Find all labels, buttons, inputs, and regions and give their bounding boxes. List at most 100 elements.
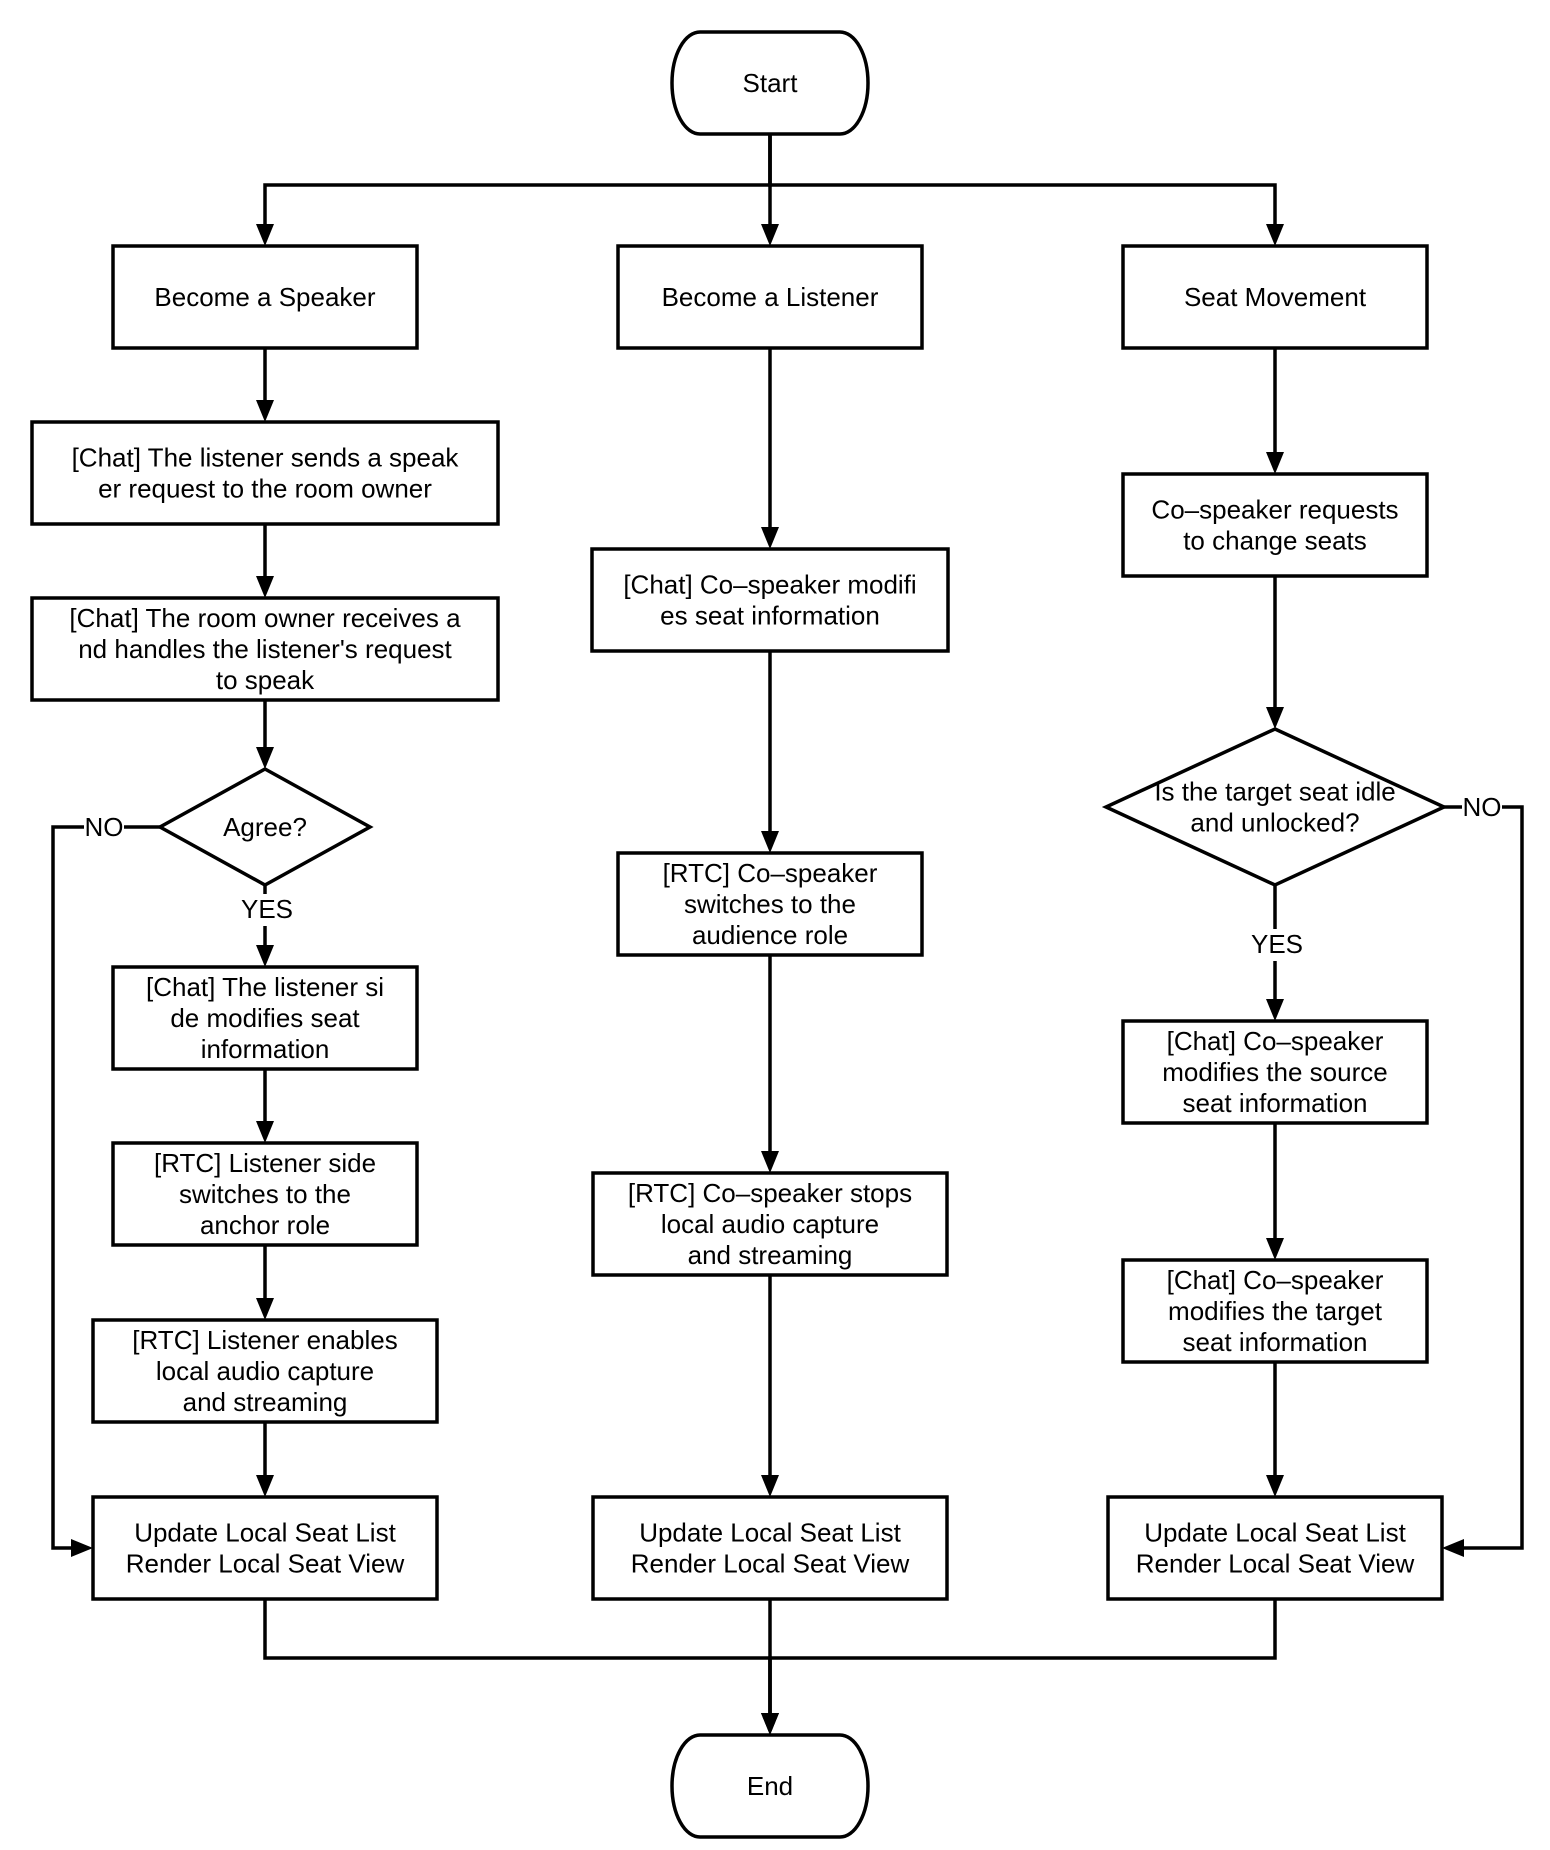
arrowhead: [256, 224, 274, 246]
node-label-line: Render Local Seat View: [126, 1549, 405, 1579]
arrowhead: [256, 400, 274, 422]
edge-label-no: NO: [1463, 792, 1502, 822]
node-label-line: local audio capture: [661, 1209, 879, 1239]
node-label-line: audience role: [692, 920, 848, 950]
decision-diamond: [1101, 727, 1449, 887]
arrowhead: [1266, 1475, 1284, 1497]
node-label-line: and streaming: [183, 1387, 348, 1417]
node-label-line: modifies the source: [1162, 1057, 1387, 1087]
node-label-line: [RTC] Listener side: [154, 1148, 376, 1178]
node-label-line: Start: [743, 68, 799, 98]
edge-update-speaker-to-end: [263, 1599, 779, 1735]
process-box: [616, 244, 924, 350]
arrowhead: [256, 1298, 274, 1320]
arrowhead: [761, 831, 779, 853]
process-box: [1106, 1495, 1444, 1601]
edge-start-to-seat-movement: [768, 134, 1284, 246]
process-box: [591, 1495, 949, 1601]
node-label-line: Become a Listener: [662, 282, 879, 312]
node-become-speaker: Become a Speaker: [111, 244, 419, 350]
node-label: Become a Listener: [662, 282, 879, 312]
edge-update-movement-to-end: [761, 1599, 1277, 1735]
node-label: Seat Movement: [1184, 282, 1367, 312]
edge-label-background: [1250, 929, 1304, 961]
process-box: [30, 420, 500, 526]
node-label: Agree?: [223, 812, 307, 842]
arrowhead: [256, 576, 274, 598]
terminal-shape: [670, 30, 870, 136]
node-label-line: Seat Movement: [1184, 282, 1367, 312]
arrowhead: [256, 1475, 274, 1497]
node-label-line: End: [747, 1771, 793, 1801]
edge-cospeaker-stops-audio-to-update-listener: [761, 1275, 779, 1497]
node-label-line: de modifies seat: [170, 1003, 360, 1033]
process-box: [111, 244, 419, 350]
process-box: [616, 851, 924, 957]
edge-target-seat-check-to-update-movement: [1442, 805, 1524, 1557]
arrowhead: [256, 747, 274, 769]
process-box: [591, 1171, 949, 1277]
arrowhead: [1266, 224, 1284, 246]
node-label-line: [Chat] Co–speaker: [1167, 1265, 1384, 1295]
node-label-line: er request to the room owner: [98, 474, 432, 504]
arrowhead: [761, 1713, 779, 1735]
edge-label-yes: YES: [241, 894, 293, 924]
process-box: [590, 547, 950, 653]
edge-cospeaker-audience-role-to-cospeaker-stops-audio: [761, 955, 779, 1173]
connector-line: [1444, 805, 1524, 1550]
node-label-line: [Chat] Co–speaker: [1167, 1026, 1384, 1056]
node-start: Start: [670, 30, 870, 136]
process-box: [91, 1495, 439, 1601]
node-label-line: switches to the: [179, 1179, 351, 1209]
edge-modify-target-seat-to-update-movement: [1266, 1362, 1284, 1497]
node-end: End: [670, 1733, 870, 1839]
arrowhead: [1266, 1238, 1284, 1260]
connector-line: [768, 134, 1277, 224]
terminal-shape: [670, 1733, 870, 1839]
node-label-line: [Chat] Co–speaker modifi: [623, 570, 916, 600]
node-label-line: switches to the: [684, 889, 856, 919]
edge-cospeaker-modifies-seat-to-cospeaker-audience-role: [761, 651, 779, 853]
node-label-line: Agree?: [223, 812, 307, 842]
node-label-line: seat information: [1183, 1088, 1368, 1118]
node-label-line: and unlocked?: [1190, 808, 1359, 838]
node-label-line: [Chat] The listener sends a speak: [72, 443, 460, 473]
arrowhead: [256, 1121, 274, 1143]
edge-listener-modifies-seat-to-listener-anchor-role: [256, 1069, 274, 1143]
process-box: [1121, 244, 1429, 350]
edge-label-background: [1462, 792, 1502, 824]
edge-label-background: [240, 894, 294, 926]
node-label-line: to change seats: [1183, 526, 1367, 556]
edge-label-background: [84, 812, 124, 844]
node-agree: Agree?: [156, 767, 374, 887]
arrowhead: [761, 527, 779, 549]
connector-line: [263, 1599, 772, 1713]
edge-become-speaker-to-speaker-request: [256, 348, 274, 422]
process-box: [1121, 1019, 1429, 1125]
node-label-line: Render Local Seat View: [1136, 1549, 1415, 1579]
arrowhead: [761, 1475, 779, 1497]
node-label-line: local audio capture: [156, 1356, 374, 1386]
